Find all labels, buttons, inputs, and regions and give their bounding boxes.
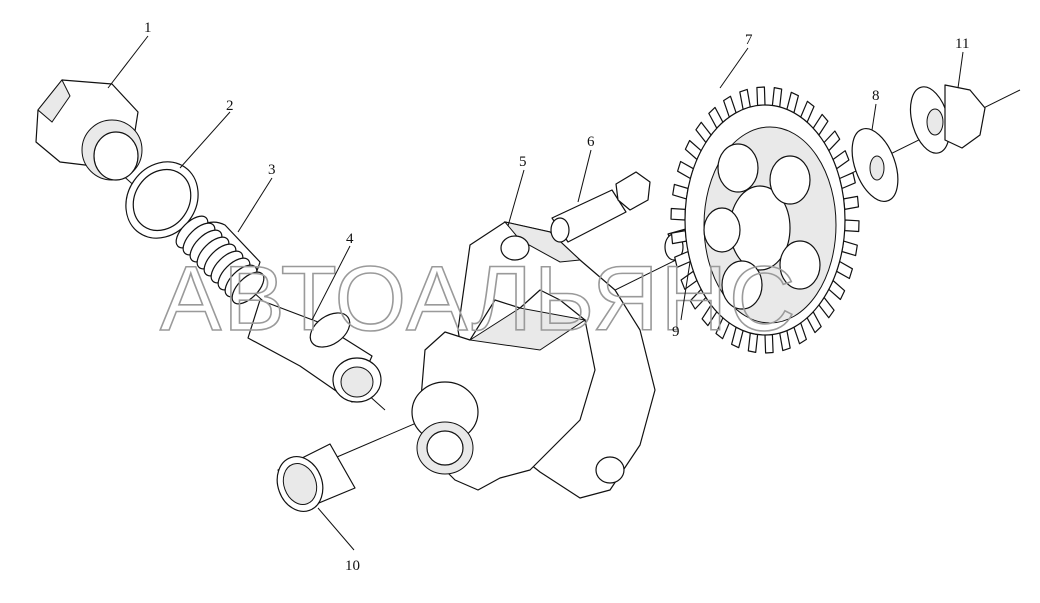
part-7-drive-gear xyxy=(670,86,860,354)
gear-tooth xyxy=(670,207,686,221)
callout-10: 10 xyxy=(345,558,360,574)
gear-tooth xyxy=(844,219,860,233)
callout-6: 6 xyxy=(587,134,595,150)
part-1-hex-plug xyxy=(35,79,143,181)
callout-11: 11 xyxy=(955,36,969,52)
part-3-spring xyxy=(175,215,265,305)
leader-lines xyxy=(107,35,964,551)
spring-coil xyxy=(231,271,265,305)
callout-2: 2 xyxy=(226,98,234,114)
callout-5: 5 xyxy=(519,154,527,170)
callout-1: 1 xyxy=(144,20,152,36)
part-10-bushing xyxy=(276,443,356,512)
watermark-text: АВТОАЛЬЯНС xyxy=(160,248,798,350)
gear-tooth xyxy=(670,230,688,245)
gear-tooth xyxy=(842,195,860,210)
callout-8: 8 xyxy=(872,88,880,104)
gear-tooth xyxy=(756,86,766,107)
gear-tooth xyxy=(771,86,783,108)
callout-4: 4 xyxy=(346,231,354,247)
callout-3: 3 xyxy=(268,162,276,178)
part-2-sealing-ring xyxy=(125,161,199,239)
gear-tooth xyxy=(672,183,689,200)
gear-tooth xyxy=(841,240,858,257)
callout-labels: 1 2 3 4 5 6 7 8 9 10 11 xyxy=(144,20,969,574)
part-8-washer xyxy=(851,128,899,202)
part-6-bolt xyxy=(550,171,651,243)
part-4-valve-sleeve xyxy=(247,299,382,403)
part-11-flange-nut xyxy=(909,84,986,154)
gear-tooth xyxy=(739,88,751,111)
callout-7: 7 xyxy=(745,32,753,48)
part-5-pump-housing xyxy=(411,221,656,499)
callout-9: 9 xyxy=(672,324,680,340)
